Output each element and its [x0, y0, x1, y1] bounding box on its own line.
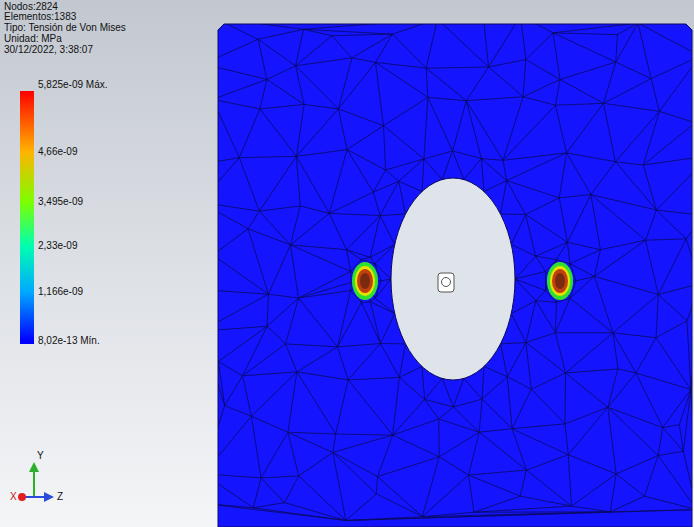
legend-value: 1,166e-09 [38, 286, 83, 297]
unit: Unidad: MPa [4, 33, 62, 44]
timestamp: 30/12/2022, 3:38:07 [4, 44, 93, 55]
color-bar-segment [20, 152, 34, 202]
color-bar-segment [20, 341, 34, 344]
hotspot [352, 262, 378, 300]
result-type: Tipo: Tensión de Von Mises [4, 22, 126, 33]
axis-label: X [10, 491, 17, 502]
legend-value: 8,02e-13 Mín. [38, 335, 100, 346]
mesh-elements: Elementos:1383 [4, 11, 76, 22]
color-bar-segment [20, 246, 34, 292]
color-bar-segment [20, 202, 34, 246]
center-icon [438, 273, 454, 292]
axis-triad [18, 462, 54, 502]
hotspot [547, 262, 573, 300]
legend-value: 2,33e-09 [38, 240, 77, 251]
axis-label: Y [37, 450, 44, 461]
legend-value: 4,66e-09 [38, 146, 77, 157]
axis-label: Z [57, 491, 63, 502]
color-bar-segment [20, 91, 34, 152]
mesh-lines [198, 15, 694, 521]
plate-outline [218, 24, 692, 527]
legend-value: 3,495e-09 [38, 196, 83, 207]
legend-value: 5,825e-09 Máx. [38, 79, 108, 90]
mesh [198, 15, 694, 521]
hole [391, 178, 515, 380]
color-bar-segment [20, 292, 34, 341]
mesh-nodes: Nodos:2824 [4, 1, 58, 12]
